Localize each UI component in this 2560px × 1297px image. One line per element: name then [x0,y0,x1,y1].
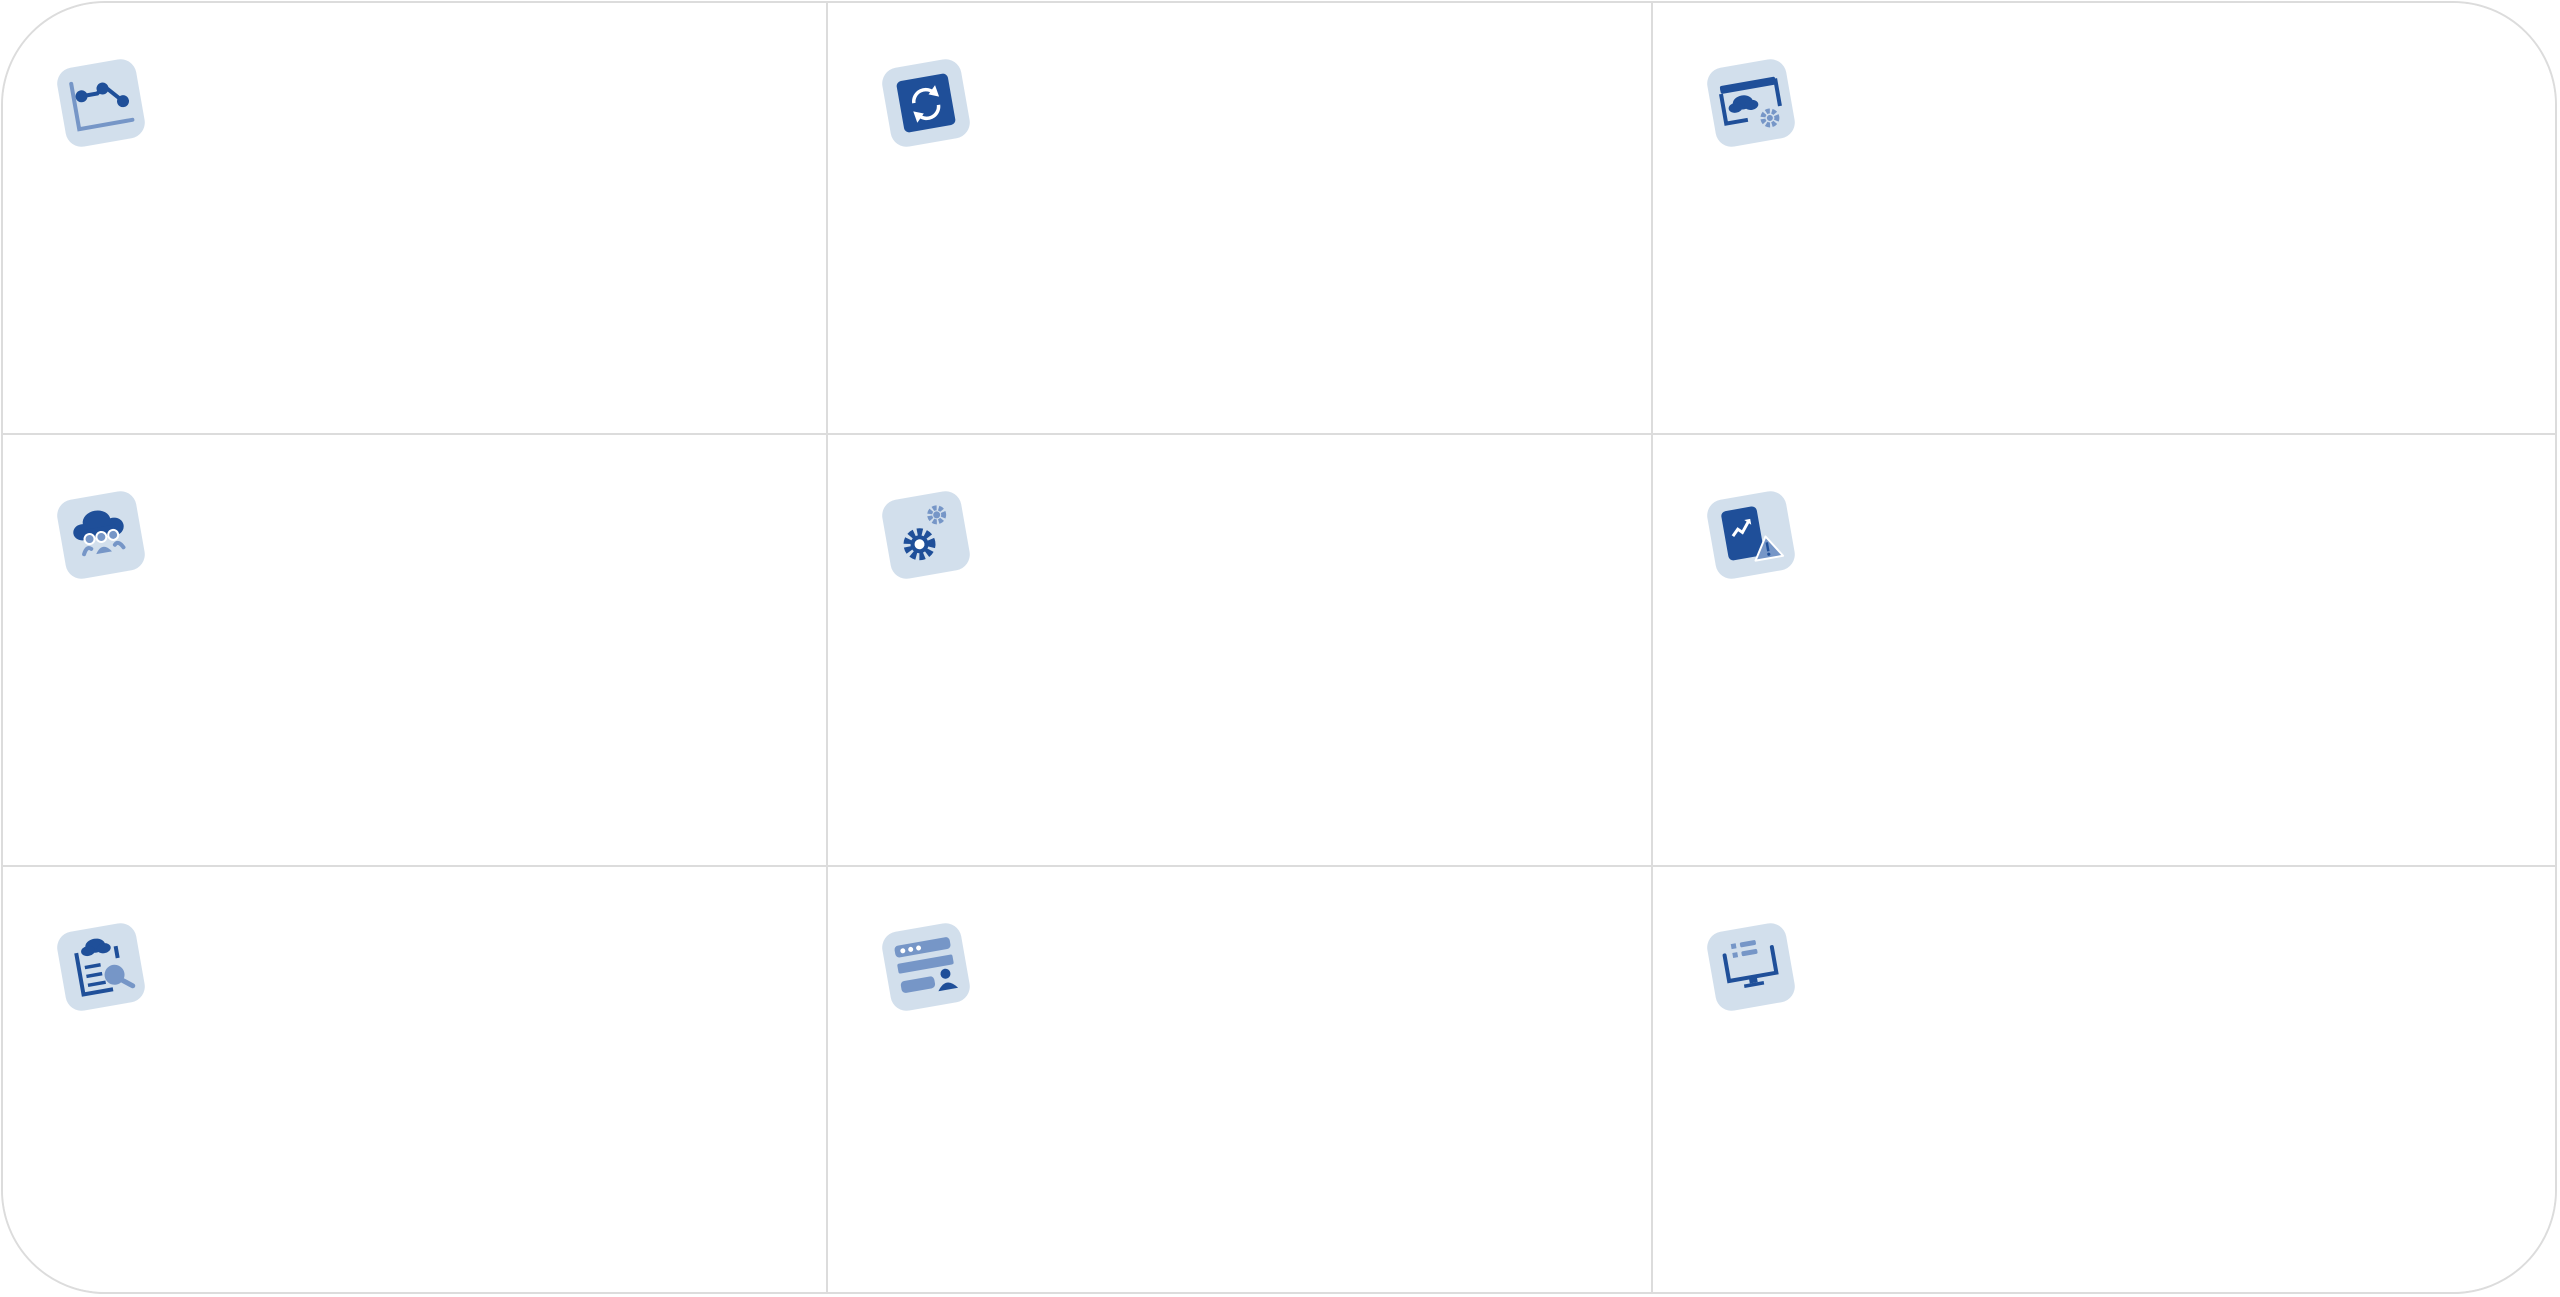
cloud-settings-browser-icon [1703,55,1799,151]
cloud-clipboard-search-icon [53,919,149,1015]
feature-card [3,867,826,1292]
feature-card [3,3,826,433]
gears-icon [878,487,974,583]
sync-document-icon [878,55,974,151]
feature-card [828,867,1651,1292]
monitor-dashboard-icon [1703,919,1799,1015]
cloud-users-icon [53,487,149,583]
feature-card [3,435,826,865]
feature-card [1653,435,2555,865]
form-user-icon [878,919,974,1015]
feature-card [828,3,1651,433]
feature-card [1653,867,2555,1292]
line-chart-icon [53,55,149,151]
document-alert-icon [1703,487,1799,583]
feature-card [828,435,1651,865]
feature-card [1653,3,2555,433]
